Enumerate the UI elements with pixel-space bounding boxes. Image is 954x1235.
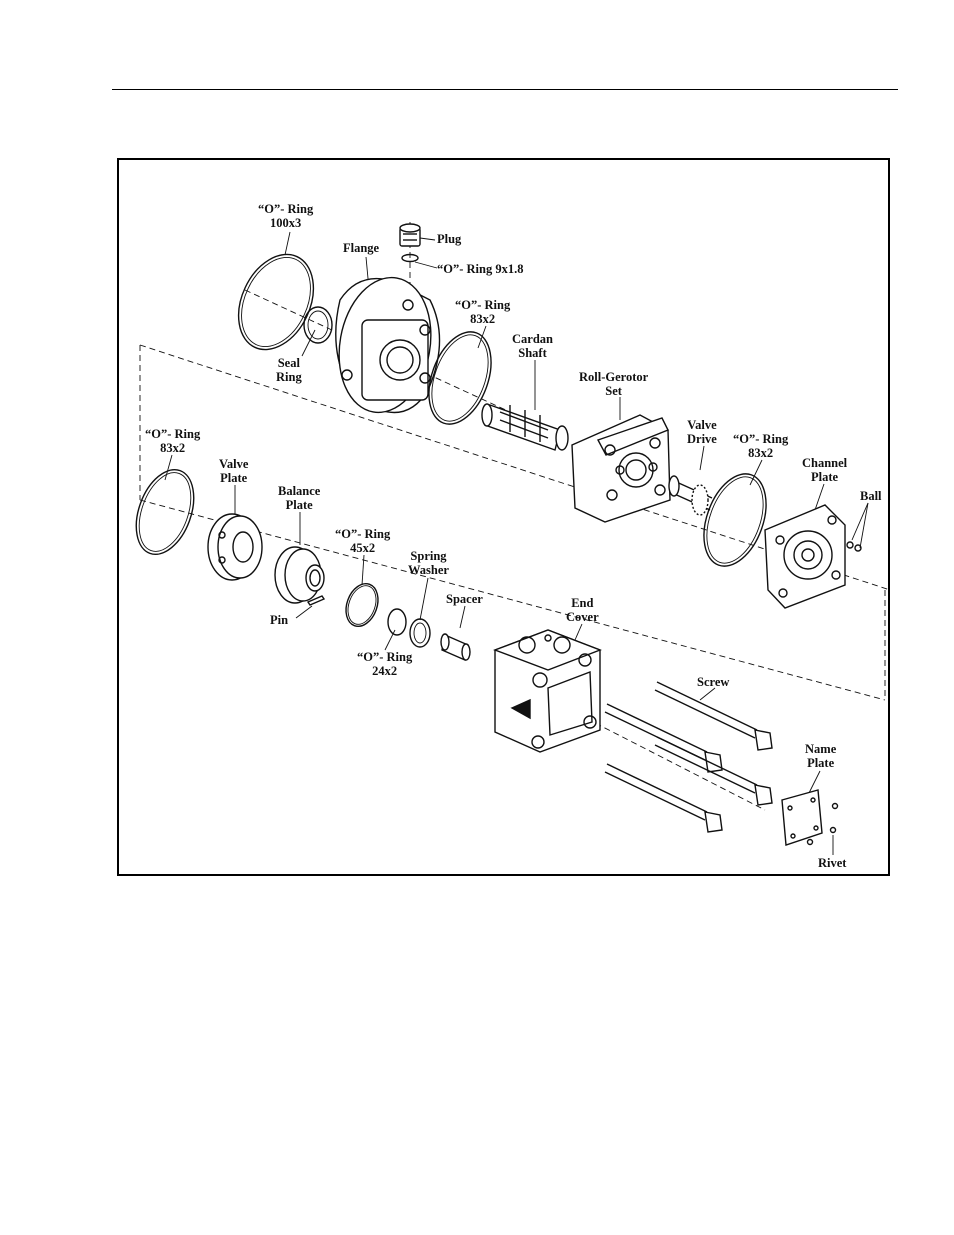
end-cover	[495, 630, 600, 752]
label-screw: Screw	[697, 675, 729, 689]
cardan-shaft	[482, 404, 568, 450]
name-plate	[782, 790, 822, 845]
label-pin: Pin	[270, 613, 288, 627]
leader-lines	[165, 232, 868, 855]
label-spacer: Spacer	[446, 592, 483, 606]
valve-drive	[669, 476, 712, 515]
label-flange: Flange	[343, 241, 379, 255]
channel-plate	[765, 505, 845, 608]
valve-plate	[208, 514, 262, 580]
balance-plate	[275, 547, 324, 603]
label-o-ring-9x1.8: “O”- Ring 9x1.8	[437, 262, 523, 276]
screws	[605, 682, 772, 832]
ball	[847, 542, 853, 548]
o-ring-83x2-left	[126, 462, 205, 562]
plug	[400, 224, 420, 246]
spacer	[441, 634, 470, 660]
o-ring-83x2-right	[692, 465, 777, 574]
roll-gerotor-set	[572, 415, 670, 522]
label-rivet: Rivet	[818, 856, 846, 870]
flange	[329, 270, 441, 420]
o-ring-24x2	[388, 609, 406, 635]
o-ring-45x2	[340, 579, 383, 631]
label-ball: Ball	[860, 489, 882, 503]
o-ring-100x3	[224, 242, 328, 361]
label-plug: Plug	[437, 232, 461, 246]
